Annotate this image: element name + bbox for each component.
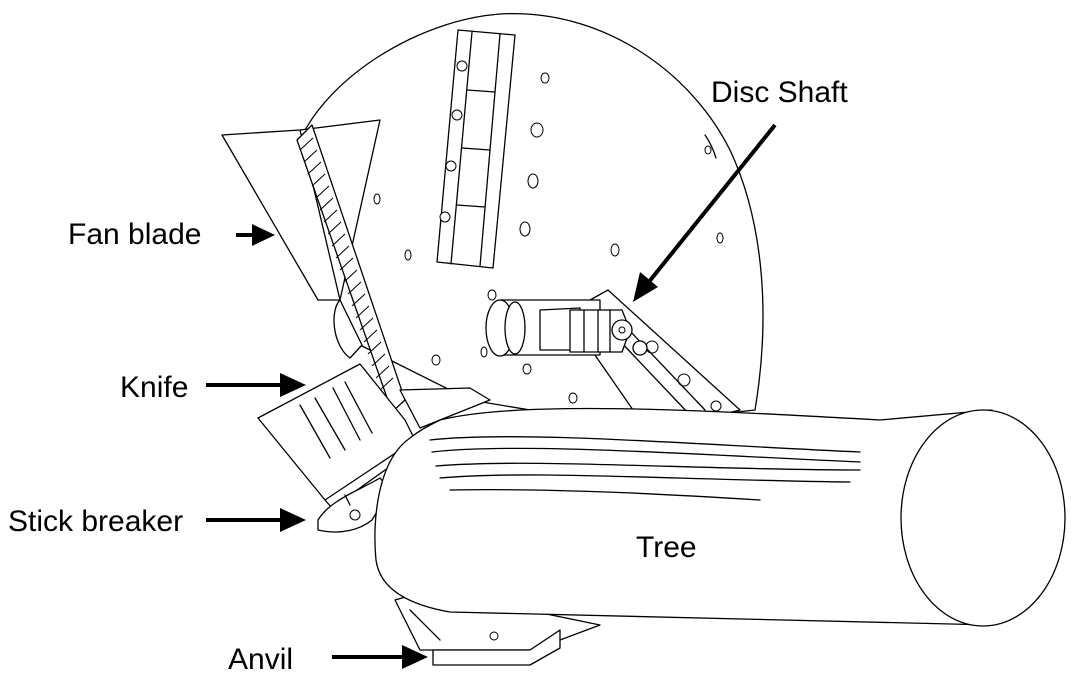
tree-log	[374, 407, 1066, 627]
disc-shaft-arrow	[633, 123, 777, 302]
chipper-disc	[299, 12, 764, 426]
knife-arrow	[206, 373, 306, 397]
fan-blade-arrow	[236, 224, 275, 246]
disc-shaft-label: Disc Shaft	[711, 76, 848, 109]
knife-edge	[296, 124, 406, 413]
knife-label: Knife	[120, 371, 188, 404]
arrows	[206, 123, 777, 669]
anvil-arrow	[332, 645, 428, 669]
fan-blade-label: Fan blade	[68, 218, 201, 251]
stick-breaker-label: Stick breaker	[8, 505, 183, 538]
tree-label: Tree	[636, 531, 697, 564]
stick-breaker-arrow	[206, 508, 306, 532]
labels: Disc Shaft Fan blade Knife Stick breaker…	[8, 76, 848, 676]
knife-block	[257, 363, 491, 509]
top-knife-bar	[436, 29, 516, 269]
disc-shaft-assembly	[485, 289, 741, 421]
anvil-label: Anvil	[228, 643, 293, 676]
stick-breaker	[317, 477, 391, 533]
